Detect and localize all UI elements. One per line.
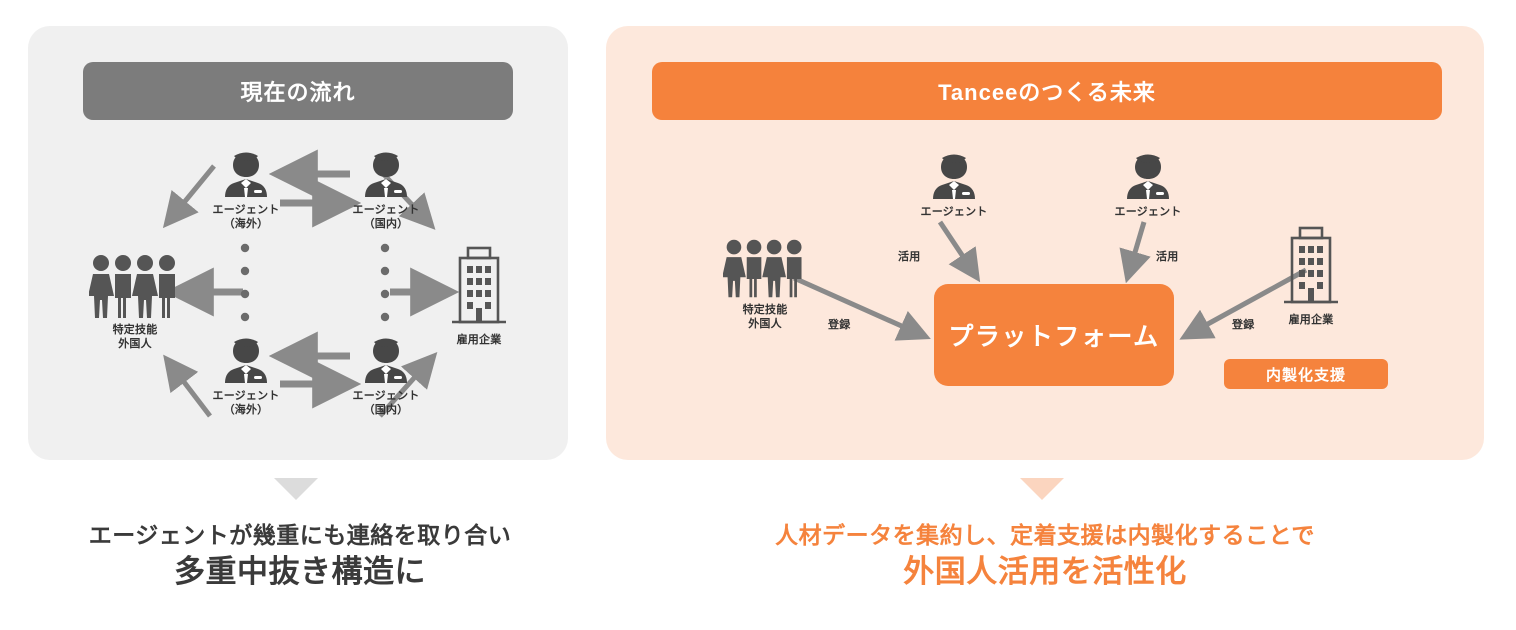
right-caption: 人材データを集約し、定着支援は内製化することで 外国人活用を活性化 xyxy=(600,520,1490,593)
left-caption-line1: エージェントが幾重にも連絡を取り合い xyxy=(88,522,512,548)
office-building-icon xyxy=(448,244,510,330)
node-employer-company-left: 雇用企業 xyxy=(436,244,522,348)
businessperson-icon xyxy=(220,148,272,200)
dotted-connector-left xyxy=(240,243,250,322)
node-agent-overseas-bottom: エージェント （海外） xyxy=(200,334,292,418)
current-flow-header: 現在の流れ xyxy=(83,62,513,120)
node-label: 特定技能 外国人 xyxy=(742,304,788,330)
arrow-agent-left-to-platform xyxy=(937,220,981,283)
node-agent-domestic-top: エージェント （国内） xyxy=(340,148,432,232)
right-column: Tanceeのつくる未来 xyxy=(600,0,1516,630)
node-employer-company-right: 雇用企業 xyxy=(1268,224,1354,328)
left-down-arrow-icon xyxy=(274,478,318,500)
node-agent-overseas-top: エージェント （海外） xyxy=(200,148,292,232)
right-caption-line2: 外国人活用を活性化 xyxy=(903,554,1187,590)
node-label: エージェント xyxy=(1114,206,1182,218)
businessperson-icon xyxy=(928,150,980,202)
arrow-agent-right-to-platform xyxy=(1119,221,1151,284)
businessperson-icon xyxy=(220,334,272,386)
people-group-icon xyxy=(722,238,807,300)
flow-label-workers-register: 登録 xyxy=(828,319,851,331)
node-label: 特定技能 外国人 xyxy=(112,324,158,350)
tancee-future-header: Tanceeのつくる未来 xyxy=(652,62,1442,120)
node-label: 雇用企業 xyxy=(1288,314,1334,326)
flow-label-agent-left-use: 活用 xyxy=(898,251,921,263)
businessperson-icon xyxy=(360,334,412,386)
left-caption-line2: 多重中抜き構造に xyxy=(174,554,426,590)
right-down-arrow-icon xyxy=(1020,478,1064,500)
businessperson-icon xyxy=(1122,150,1174,202)
office-building-icon xyxy=(1280,224,1342,310)
flow-label-agent-right-use: 活用 xyxy=(1156,251,1179,263)
left-column: 現在の流れ xyxy=(0,0,600,630)
node-label: エージェント （国内） xyxy=(352,390,420,416)
dotted-connector-right xyxy=(380,243,390,322)
businessperson-icon xyxy=(360,148,412,200)
node-agent-domestic-bottom: エージェント （国内） xyxy=(340,334,432,418)
node-label: エージェント （海外） xyxy=(212,390,280,416)
people-group-icon xyxy=(88,254,181,320)
node-specified-skilled-workers-right: 特定技能 外国人 xyxy=(710,238,820,332)
platform-box: プラットフォーム xyxy=(934,284,1174,386)
right-caption-line1: 人材データを集約し、定着支援は内製化することで xyxy=(775,522,1315,548)
tancee-future-panel: Tanceeのつくる未来 xyxy=(606,26,1484,460)
current-flow-panel: 現在の流れ xyxy=(28,26,568,460)
node-agent-right: エージェント xyxy=(1098,150,1198,220)
node-agent-left: エージェント xyxy=(904,150,1004,220)
left-caption: エージェントが幾重にも連絡を取り合い 多重中抜き構造に xyxy=(0,520,600,593)
node-specified-skilled-workers-left: 特定技能 外国人 xyxy=(80,254,190,352)
node-label: エージェント （国内） xyxy=(352,204,420,230)
node-label: エージェント xyxy=(920,206,988,218)
flow-label-company-register: 登録 xyxy=(1232,319,1255,331)
node-label: 雇用企業 xyxy=(456,334,502,346)
insourcing-support-badge: 内製化支援 xyxy=(1224,359,1388,389)
node-label: エージェント （海外） xyxy=(212,204,280,230)
